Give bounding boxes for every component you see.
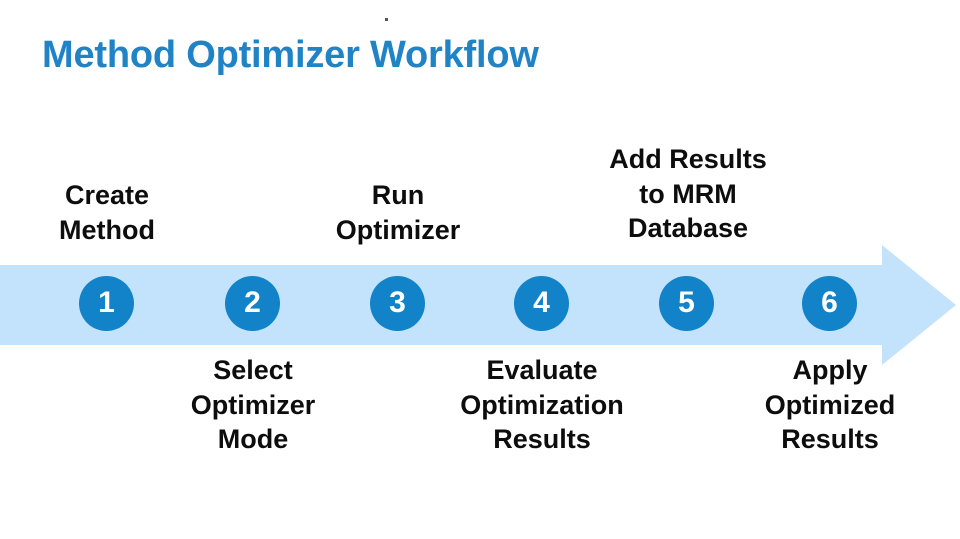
- step-marker-6[interactable]: 6: [802, 276, 857, 331]
- process-arrow-band: [0, 245, 956, 365]
- step-number-2: 2: [244, 285, 261, 319]
- step-label-3: Run Optimizer: [335, 180, 461, 245]
- step-marker-2[interactable]: 2: [225, 276, 280, 331]
- step-number-3: 3: [389, 285, 406, 319]
- step-marker-3[interactable]: 3: [370, 276, 425, 331]
- arrow-shape-icon: [0, 245, 956, 365]
- step-label-1: Create Method: [59, 180, 155, 245]
- step-marker-4[interactable]: 4: [514, 276, 569, 331]
- step-label-6: Apply Optimized Results: [764, 355, 896, 455]
- step-label-4: Evaluate Optimization Results: [460, 355, 624, 455]
- step-number-6: 6: [821, 285, 838, 319]
- step-label-5: Add Results to MRM Database: [609, 144, 767, 244]
- step-number-5: 5: [678, 285, 695, 319]
- step-marker-1[interactable]: 1: [79, 276, 134, 331]
- page-title: Method Optimizer Workflow: [42, 34, 539, 76]
- stray-speck-artifact: [385, 18, 388, 21]
- step-number-1: 1: [98, 285, 115, 319]
- step-number-4: 4: [533, 285, 550, 319]
- step-marker-5[interactable]: 5: [659, 276, 714, 331]
- step-label-2: Select Optimizer Mode: [190, 355, 316, 455]
